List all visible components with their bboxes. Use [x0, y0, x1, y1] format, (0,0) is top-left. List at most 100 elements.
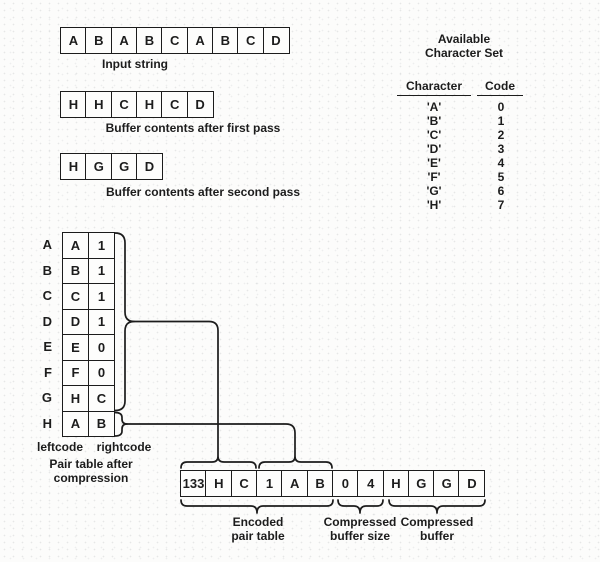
character-set-char: 'D': [426, 142, 442, 156]
pair-table-row-label: G: [41, 390, 52, 405]
character-set-char: 'C': [426, 128, 442, 142]
input-string-cell: A: [110, 27, 138, 54]
pair-table-row-label: F: [44, 364, 52, 380]
buffer-second-pass-caption: Buffer contents after second pass: [105, 185, 301, 199]
character-set-row: 'G' 6: [407, 185, 521, 198]
brace-over-encoded-table-bytes: [180, 455, 257, 469]
buffer-second-pass-cell: D: [135, 153, 163, 180]
input-string-cell: B: [211, 27, 239, 54]
pair-table-leftcode-cell: C: [63, 284, 89, 310]
pair-table-rightcode-cell: 0: [89, 335, 115, 361]
encoded-output-cell: 1: [255, 470, 283, 497]
connector-pair-rows-to-encoded-table: [133, 320, 219, 457]
character-set-row: 'A' 0: [407, 101, 521, 114]
character-set-code: 3: [497, 142, 505, 156]
pair-table-leftcode-cell: A: [63, 233, 89, 259]
input-string-cell: B: [85, 27, 113, 54]
encoded-pair-table-label-line2: pair table: [231, 529, 285, 543]
encoded-output-cell: 133: [180, 470, 207, 497]
brace-over-encoded-pair-bytes: [258, 455, 333, 469]
encoded-output-cell: G: [433, 470, 461, 497]
encoded-output-cell: H: [382, 470, 410, 497]
pair-table-caption-line2: compression: [53, 470, 129, 485]
buffer-first-pass-cell: H: [60, 91, 87, 118]
brace-under-compressed-buffer-size: [337, 499, 384, 514]
pair-table-caption: Pair table after compression: [31, 457, 151, 485]
character-set-col-character: Character: [397, 79, 471, 96]
pair-table-leftcode-cell: F: [63, 360, 89, 386]
pair-table-footer-rightcode: rightcode: [96, 440, 152, 454]
input-string-cell: C: [161, 27, 189, 54]
brace-under-compressed-buffer: [388, 499, 486, 514]
input-string-caption: Input string: [102, 57, 168, 71]
pair-table-rightcode-cell: 1: [89, 233, 115, 259]
buffer-first-pass-cell: H: [85, 91, 113, 118]
input-string-cell: D: [262, 27, 290, 54]
compressed-buffer-size-label-line1: Compressed: [323, 515, 397, 529]
brace-pair-table-rows-a-g: [114, 232, 135, 412]
buffer-first-pass-cell: C: [161, 91, 189, 118]
buffer-first-pass-cell: H: [135, 91, 163, 118]
character-set-code: 0: [497, 100, 505, 114]
encoded-output-cell: 4: [357, 470, 385, 497]
compressed-buffer-size-label-line2: buffer size: [329, 529, 390, 543]
pair-table: A 1 B 1 C 1 D 1 E 0 F 0 H C A B: [62, 232, 115, 437]
encoded-output-cell: 0: [331, 470, 359, 497]
character-set-row: 'F' 5: [407, 171, 521, 184]
buffer-first-pass-cell: C: [110, 91, 138, 118]
encoded-pair-table-label-line1: Encoded: [232, 515, 284, 529]
buffer-first-pass-cell: D: [186, 91, 214, 118]
pair-table-rightcode-cell: B: [89, 411, 115, 437]
compressed-buffer-label-line2: buffer: [420, 529, 454, 543]
character-set-code: 6: [497, 184, 505, 198]
pair-table-rightcode-cell: 0: [89, 360, 115, 386]
encoded-output-cell: H: [205, 470, 233, 497]
buffer-second-pass-cell: H: [60, 153, 87, 180]
input-string-cell: B: [135, 27, 163, 54]
input-string-cell: A: [186, 27, 214, 54]
pair-table-leftcode-cell: A: [63, 411, 89, 437]
pair-table-rightcode-cell: 1: [89, 284, 115, 310]
character-set-row: 'E' 4: [407, 157, 521, 170]
pair-table-row-label: B: [42, 262, 52, 278]
character-set-char: 'B': [426, 114, 442, 128]
pair-table-leftcode-cell: E: [63, 335, 89, 361]
character-set-code: 1: [497, 114, 505, 128]
encoded-output-cell: G: [407, 470, 435, 497]
character-set-char: 'A': [426, 100, 442, 114]
character-set-row: 'C' 2: [407, 129, 521, 142]
pair-table-leftcode-cell: B: [63, 258, 89, 284]
character-set-row: 'D' 3: [407, 143, 521, 156]
pair-table-leftcode-cell: D: [63, 309, 89, 335]
pair-table-row-labels: A B C D E F G H: [32, 232, 54, 436]
compressed-buffer-size-label: Compressed buffer size: [305, 515, 415, 543]
buffer-second-pass-cell: G: [110, 153, 138, 180]
input-string-cell: A: [60, 27, 87, 54]
character-set-code: 2: [497, 128, 505, 142]
character-set-row: 'H' 7: [407, 199, 521, 212]
brace-pair-table-row-h: [114, 411, 128, 437]
encoded-output-cell: A: [281, 470, 309, 497]
pair-table-row-label: D: [42, 313, 52, 329]
encoded-output-cell: D: [458, 470, 486, 497]
character-set-title: Available Character Set: [404, 32, 524, 60]
pair-table-rightcode-cell: 1: [89, 258, 115, 284]
character-set-code: 7: [497, 198, 505, 212]
pair-table-row-label: A: [42, 237, 52, 252]
brace-under-encoded-pair-table: [180, 499, 334, 514]
pair-table-rightcode-cell: C: [89, 386, 115, 412]
pair-table-row-label: H: [42, 415, 52, 431]
character-set-char: 'G': [426, 184, 442, 198]
pair-table-row-label: C: [42, 288, 52, 303]
pair-table-row-label: E: [43, 339, 52, 354]
character-set-title-line1: Available: [437, 32, 491, 46]
character-set-char: 'H': [426, 198, 442, 212]
pair-table-leftcode-cell: H: [63, 386, 89, 412]
character-set-code: 5: [497, 170, 505, 184]
character-set-row: 'B' 1: [407, 115, 521, 128]
